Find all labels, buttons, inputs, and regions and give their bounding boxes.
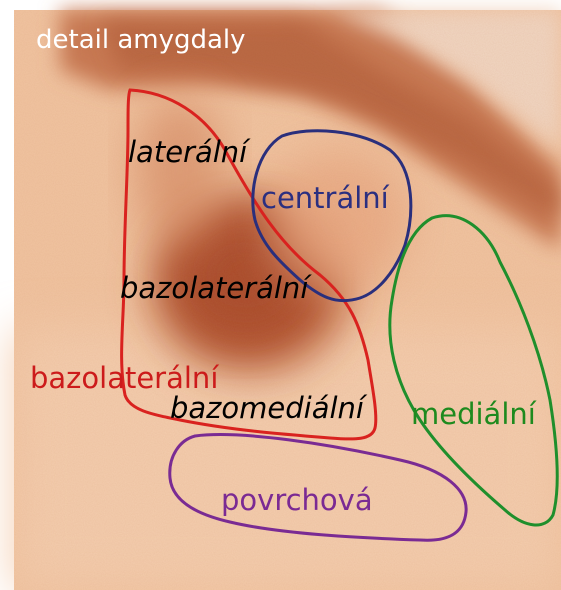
label-basolateral-inner: bazolaterální: [120, 271, 312, 305]
label-central: centrální: [261, 181, 390, 215]
label-basolateral-outer: bazolaterální: [30, 361, 219, 395]
label-medial: mediální: [411, 397, 537, 431]
title-label: detail amygdaly: [36, 25, 246, 55]
label-superficial: povrchová: [221, 483, 373, 517]
label-basomedial: bazomediální: [170, 391, 368, 425]
label-lateral: laterální: [128, 135, 251, 169]
